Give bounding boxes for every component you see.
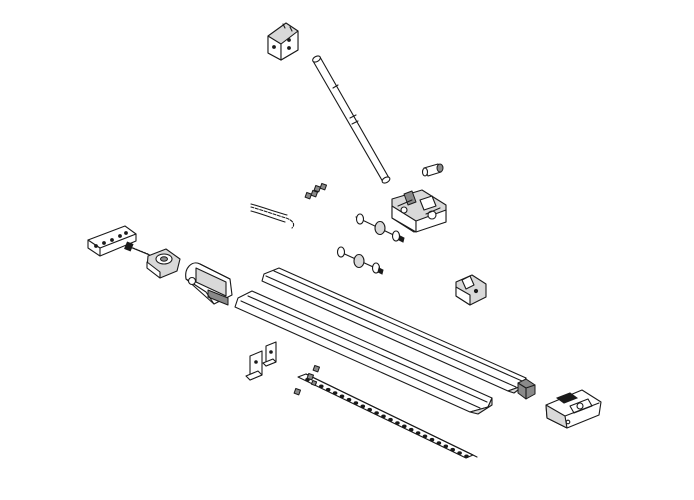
tension-shaft	[336, 246, 384, 275]
strap-hole	[464, 454, 469, 459]
strap-hole	[436, 441, 442, 445]
strap-hole	[367, 407, 373, 412]
strap-hole	[450, 447, 456, 452]
strap-hole	[360, 404, 366, 409]
strap-hole	[402, 424, 407, 429]
strap-hole	[339, 394, 345, 399]
chain-pulley	[146, 248, 181, 279]
strap-hole	[415, 431, 421, 435]
trolley-carriage	[391, 189, 447, 233]
strap-hole	[353, 401, 359, 405]
strap-hole	[346, 397, 352, 402]
drive-chain	[250, 203, 295, 229]
strap-hole	[443, 444, 449, 449]
top-wall-bracket	[267, 22, 299, 61]
small-nuts	[304, 182, 328, 200]
strap-hole	[374, 411, 379, 415]
strap-hole	[325, 387, 331, 392]
motor-head-unit	[545, 389, 602, 429]
end-stop	[517, 378, 536, 400]
tensioner-bolt	[124, 241, 153, 257]
header-bracket	[87, 225, 137, 257]
rail-lower	[234, 290, 493, 415]
strap-hole	[395, 421, 400, 425]
arm-pin	[421, 163, 444, 177]
perforated-strap	[297, 373, 478, 459]
motor-coupler	[185, 262, 233, 306]
strap-hole	[457, 451, 462, 455]
strap-hole	[422, 434, 428, 439]
strap-nuts	[293, 364, 321, 396]
strap-hole	[408, 427, 414, 432]
idler-shaft	[355, 213, 405, 243]
hanging-clip	[455, 274, 487, 306]
strap-hole	[319, 384, 324, 389]
door-arm	[312, 55, 391, 184]
strap-hole	[388, 417, 393, 422]
strap-hole	[381, 414, 386, 419]
angle-brackets	[245, 341, 277, 381]
strap-hole	[332, 391, 338, 395]
strap-hole	[429, 437, 435, 442]
